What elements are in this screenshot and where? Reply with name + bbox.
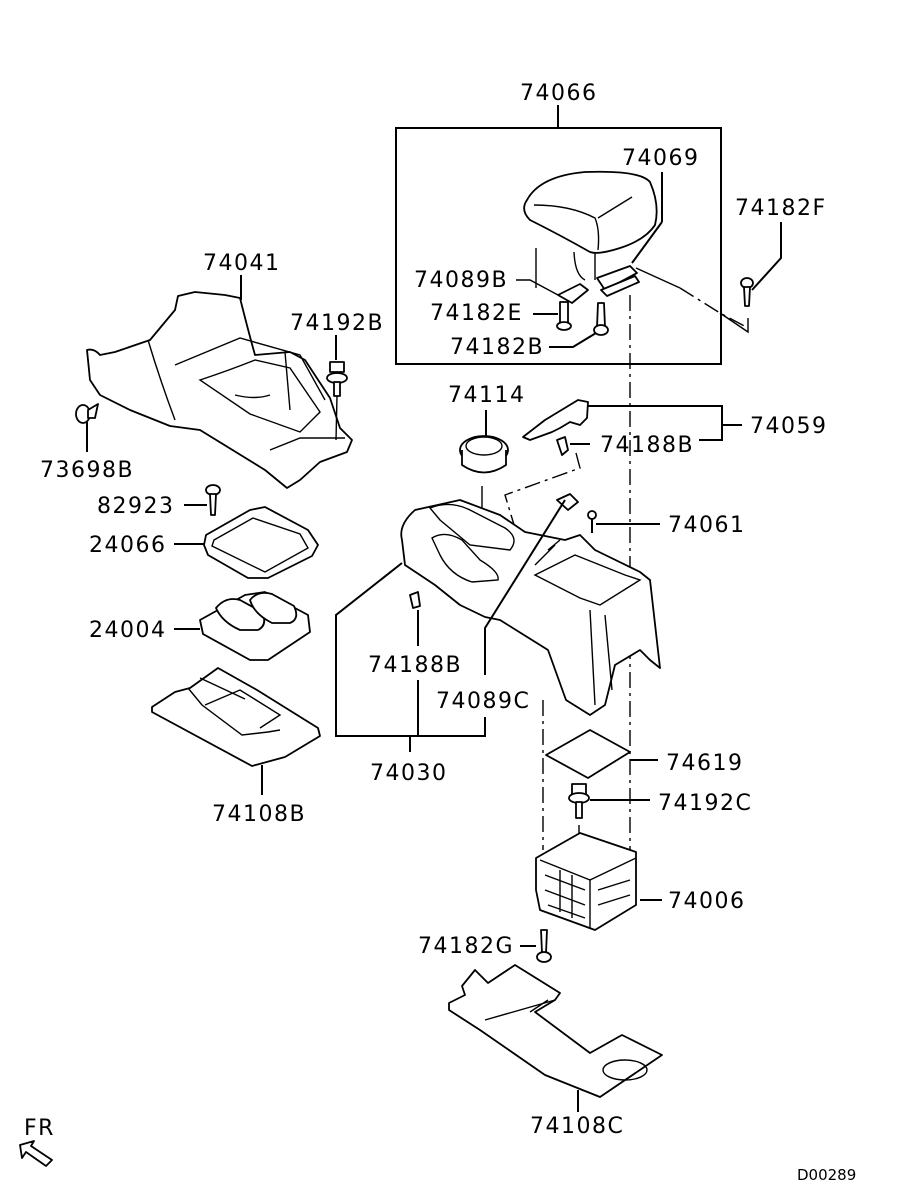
cover-74108B (151, 667, 321, 767)
leader-74182F (751, 222, 782, 291)
label-74192C[interactable]: 74192C (658, 791, 752, 816)
front-arrow-icon (19, 1140, 53, 1167)
label-74192B[interactable]: 74192B (290, 311, 384, 336)
label-74006[interactable]: 74006 (668, 889, 746, 914)
label-74059[interactable]: 74059 (750, 414, 828, 439)
label-74030[interactable]: 74030 (370, 761, 448, 786)
label-24004[interactable]: 24004 (89, 618, 167, 643)
bracket-74030 (335, 562, 486, 752)
label-74114[interactable]: 74114 (448, 383, 526, 408)
screw-82923 (205, 484, 221, 516)
label-74188B-mid[interactable]: 74188B (368, 653, 462, 678)
clip-73698B (75, 403, 99, 424)
front-console-74041 (86, 275, 353, 489)
hinge-plate (596, 265, 638, 291)
label-74061[interactable]: 74061 (668, 513, 746, 538)
bracket-74089C (556, 493, 579, 511)
label-74182E[interactable]: 74182E (430, 301, 523, 326)
storage-box-74006 (535, 832, 637, 931)
hinge-bracket-74089B (557, 283, 589, 304)
diagram-code: D00289 (797, 1166, 856, 1184)
label-74188B-top[interactable]: 74188B (600, 433, 694, 458)
clip-74188B-mid (409, 591, 421, 609)
label-74066[interactable]: 74066 (520, 81, 598, 106)
label-74089B[interactable]: 74089B (414, 268, 508, 293)
label-74089C[interactable]: 74089C (436, 689, 530, 714)
mat-74619 (545, 729, 631, 779)
floor-cover-74108C (448, 964, 663, 1098)
front-label: FR (24, 1116, 55, 1141)
clip-74188B-top (556, 436, 569, 456)
label-74182G[interactable]: 74182G (418, 934, 514, 959)
screw-74182B (593, 302, 609, 336)
bolt-74192C (568, 783, 590, 819)
main-console-body (400, 499, 661, 716)
screw-74182E (556, 301, 572, 331)
screw-74182F (740, 277, 754, 307)
cupholder-insert-74114 (459, 435, 509, 474)
front-direction-indicator: FR (19, 1116, 55, 1167)
label-24066[interactable]: 24066 (89, 533, 167, 558)
label-74041[interactable]: 74041 (203, 251, 281, 276)
leader-74069 (631, 221, 663, 264)
label-74182B[interactable]: 74182B (450, 335, 544, 360)
label-74108B[interactable]: 74108B (212, 802, 306, 827)
label-74069[interactable]: 74069 (622, 146, 700, 171)
label-73698B[interactable]: 73698B (40, 458, 134, 483)
boot-retainer-24066 (203, 506, 319, 579)
label-74108C[interactable]: 74108C (530, 1114, 624, 1139)
armrest-lid-74069 (523, 170, 658, 254)
label-74182F[interactable]: 74182F (735, 196, 827, 221)
bolt-74192B (326, 361, 348, 397)
pin-74061 (587, 510, 597, 533)
label-74619[interactable]: 74619 (666, 751, 744, 776)
armrest-assembly-group: 74066 74069 74089B 74182E 74182B (395, 81, 722, 365)
latch-74059 (522, 399, 589, 441)
label-82923[interactable]: 82923 (97, 494, 175, 519)
screw-74182G (536, 929, 552, 963)
